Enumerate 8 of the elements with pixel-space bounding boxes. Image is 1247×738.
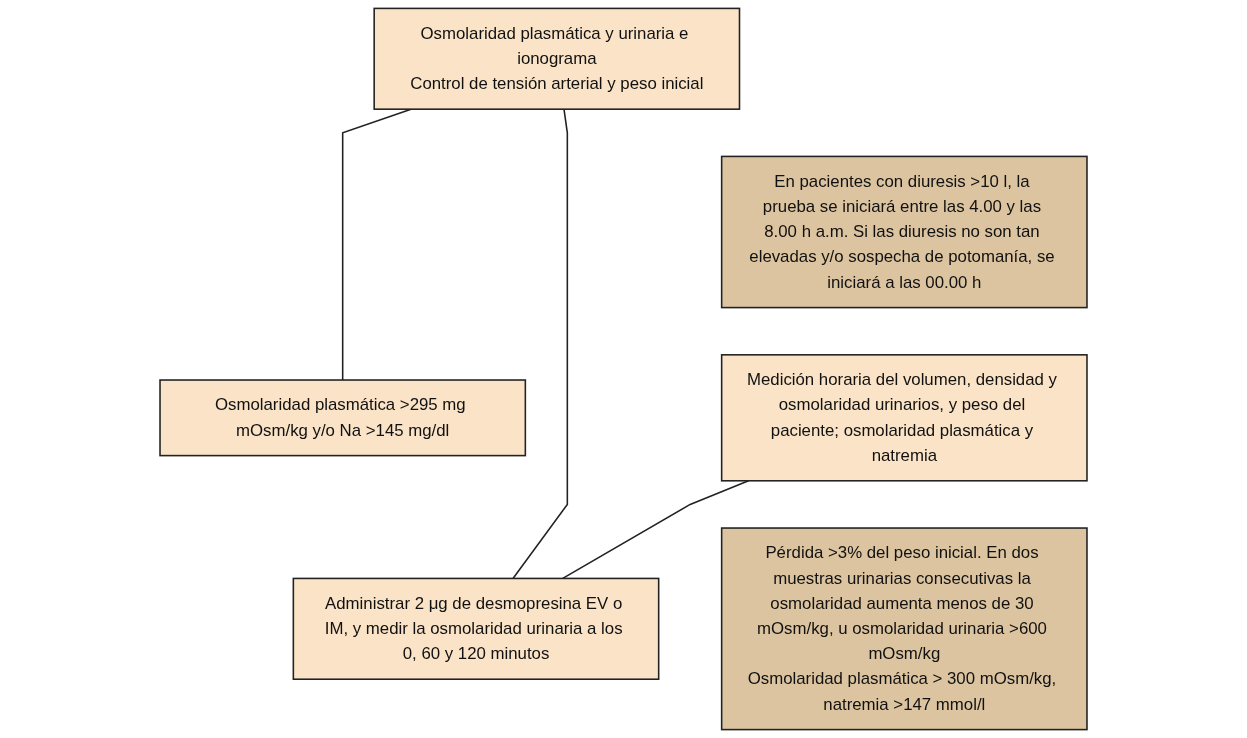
node-box: Administrar 2 μg de desmopresina EV o IM, y medir la osmolaridad urinaria a los 0, 60 y 120 minutos <box>292 577 660 680</box>
node-box: En pacientes con diuresis >10 l, la prueba se iniciará entre las 4.00 y las 8.00 h a.m. Si las diuresis no son tan elevadas y/o sospecha de potomanía, se iniciará a las 00.00 h <box>720 155 1088 309</box>
node-box: Medición horaria del volumen, densidad y osmolaridad urinarios, y peso del paciente; osmolaridad plasmática y natremia <box>720 354 1088 482</box>
node-box: Pérdida >3% del peso inicial. En dos muestras urinarias consecutivas la osmolaridad aumenta menos de 30 mOsm/kg, u osmolaridad urinaria >600 mOsm/kg Osmolaridad plasmática > 300 mOsm/kg, natremia >147 mmol/l <box>720 527 1088 731</box>
node-box: Osmolaridad plasmática >295 mg mOsm/kg y/o Na >145 mg/dl <box>159 379 527 457</box>
connector <box>512 108 569 580</box>
connector <box>341 108 412 381</box>
node-box: Osmolaridad plasmática y urinaria e ionograma Control de tensión arterial y peso inicial <box>373 7 741 110</box>
